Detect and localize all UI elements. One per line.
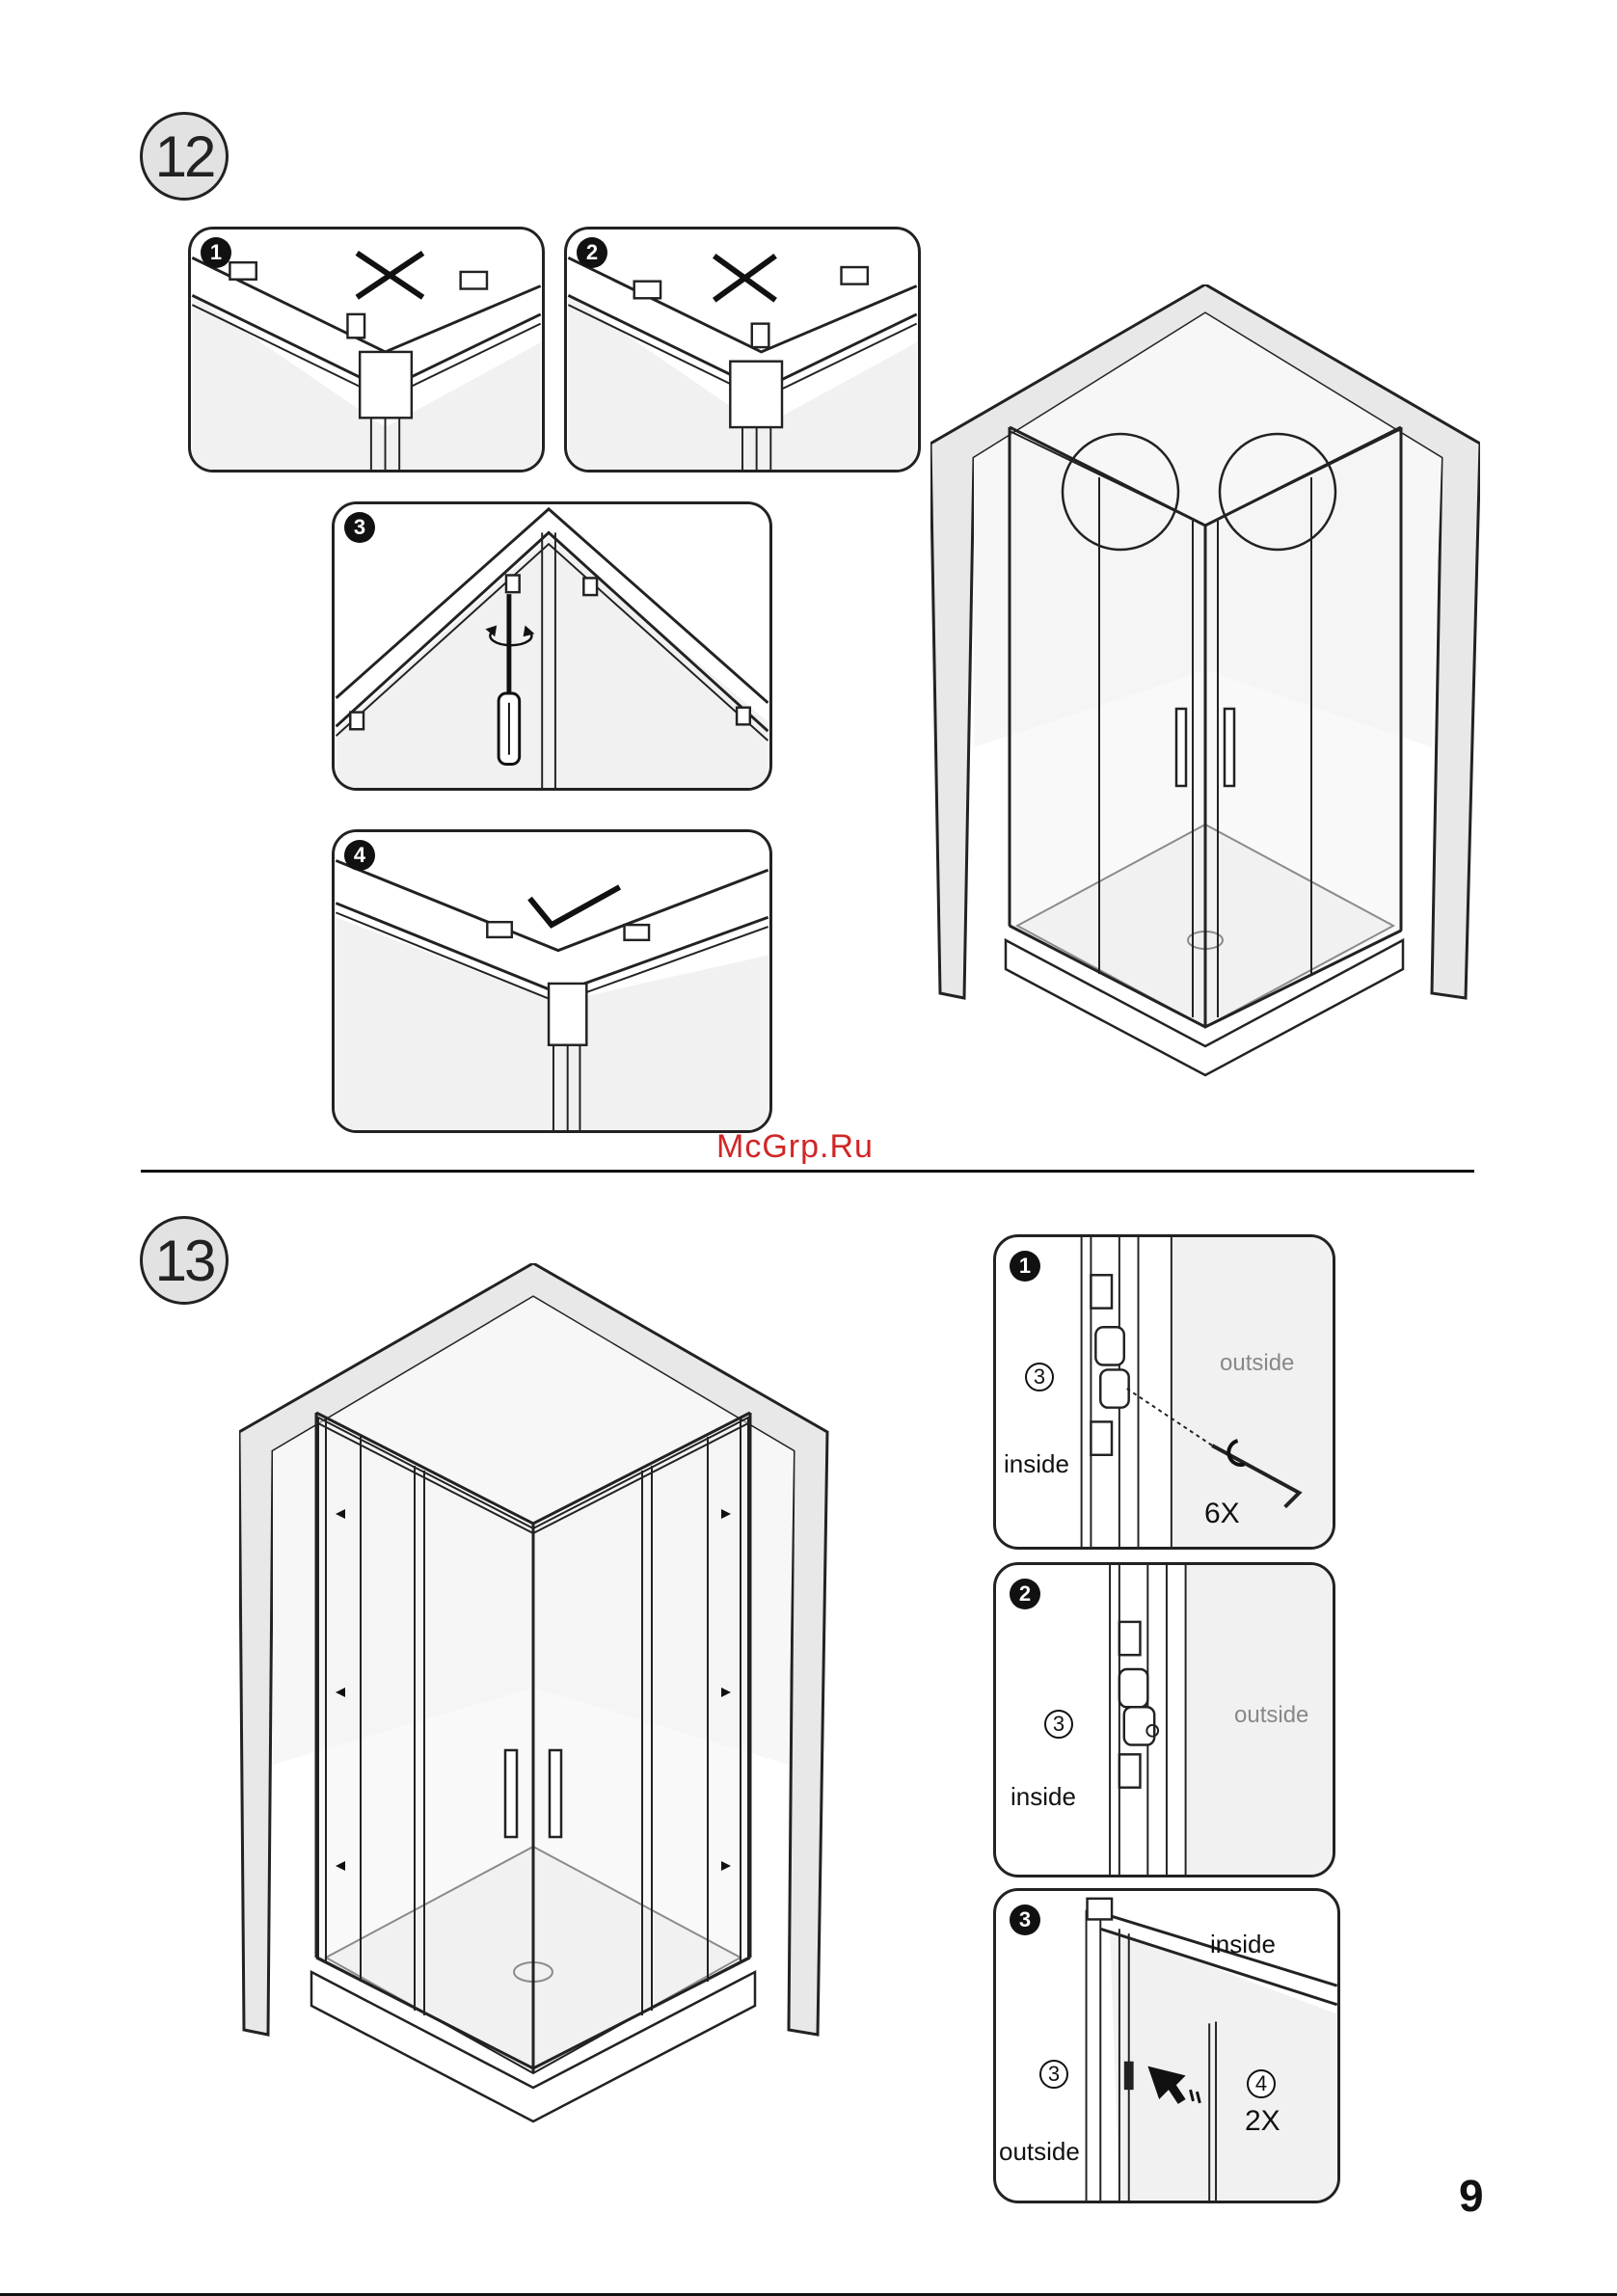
detail-panel-1-incorrect: 1 <box>188 227 545 473</box>
inside-label: inside <box>1011 1782 1076 1812</box>
inside-label: inside <box>1004 1449 1069 1479</box>
quantity-label: 6X <box>1204 1498 1240 1530</box>
detail-panel-2-incorrect: 2 <box>564 227 921 473</box>
shower-enclosure-illustration-13 <box>239 1263 837 2131</box>
inside-label: inside <box>1210 1930 1276 1959</box>
step-number-13: 13 <box>140 1216 229 1305</box>
panel-badge: 2 <box>577 237 607 268</box>
section-divider <box>141 1170 1474 1173</box>
panel-badge: 1 <box>1010 1251 1040 1282</box>
quantity-label: 2X <box>1245 2105 1280 2138</box>
cross-icon <box>567 230 918 470</box>
detail-panel-4-correct: 4 <box>332 829 772 1133</box>
detail-panel-13-1: 1 3 inside outside 6X <box>993 1234 1335 1550</box>
detail-panel-13-2: 2 3 inside outside <box>993 1562 1335 1877</box>
step-number-12: 12 <box>140 112 229 201</box>
shower-enclosure-illustration-12 <box>930 284 1480 1085</box>
check-icon <box>335 832 769 1130</box>
reference-number: 4 <box>1247 2069 1276 2098</box>
outside-label: outside <box>1234 1702 1308 1729</box>
detail-panel-3-adjust: 3 <box>332 501 772 791</box>
watermark: McGrp.Ru <box>716 1128 874 1166</box>
cross-icon <box>191 230 542 470</box>
reference-number: 3 <box>1025 1363 1054 1391</box>
reference-number: 3 <box>1039 2060 1068 2089</box>
page-number: 9 <box>1459 2170 1484 2222</box>
detail-panel-13-3: 3 inside 3 outside 4 2X <box>993 1888 1340 2203</box>
screwdriver-adjust-illustration <box>335 504 769 788</box>
outside-label: outside <box>999 2137 1080 2167</box>
panel-badge: 3 <box>344 512 375 543</box>
panel-badge: 3 <box>1010 1904 1040 1935</box>
outside-label: outside <box>1220 1350 1294 1377</box>
panel-badge: 2 <box>1010 1579 1040 1609</box>
panel-badge: 4 <box>344 840 375 871</box>
hinge-detail-illustration <box>996 1237 1333 1547</box>
panel-badge: 1 <box>201 237 231 268</box>
reference-number: 3 <box>1044 1710 1073 1739</box>
